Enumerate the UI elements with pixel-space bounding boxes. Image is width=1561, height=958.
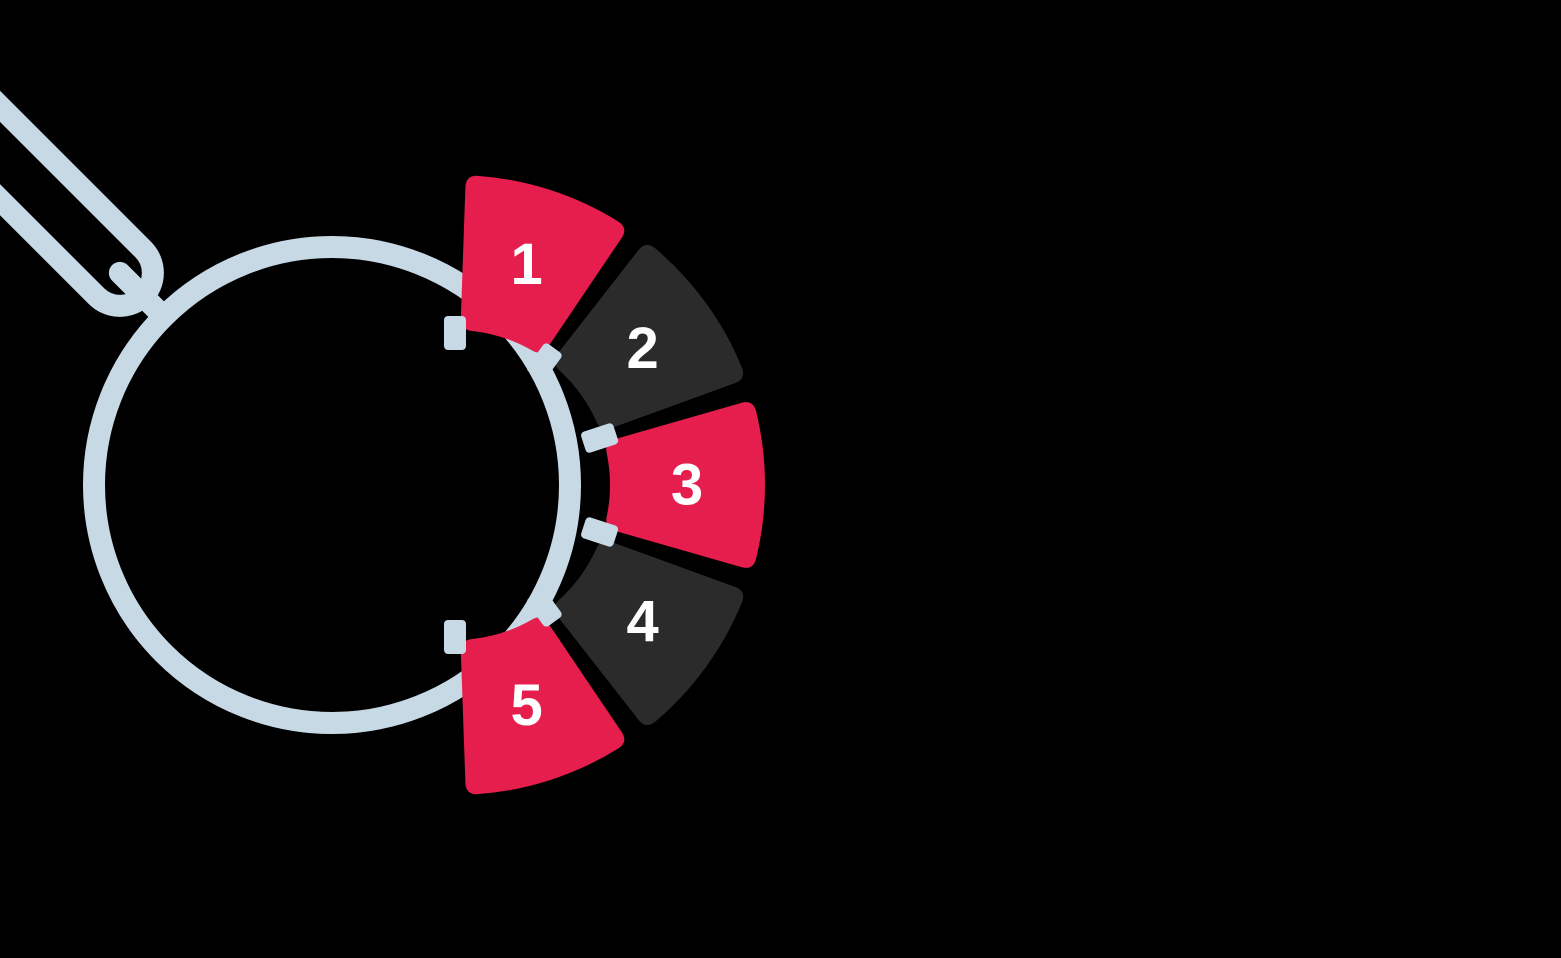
donut-segment-5[interactable] <box>460 617 625 795</box>
donut-segment-1[interactable] <box>460 175 625 353</box>
divider-2-3-marker <box>581 423 619 453</box>
magnifier-lens-ring-icon <box>83 236 581 734</box>
divider-4-5-marker <box>527 589 562 627</box>
magnifying-glass-icon <box>0 52 581 734</box>
segment-number-label-4: 4 <box>627 589 659 654</box>
segment-number-label-3: 3 <box>671 453 703 518</box>
divider-top-marker <box>444 316 466 350</box>
divider-1-2-marker <box>527 343 562 381</box>
segmented-donut-chart <box>460 175 765 795</box>
segment-number-label-2: 2 <box>627 316 659 381</box>
segment-number-label-1: 1 <box>511 232 543 297</box>
segment-number-label-5: 5 <box>511 673 543 738</box>
donut-segment-4[interactable] <box>554 541 744 726</box>
donut-segment-3[interactable] <box>606 402 765 568</box>
segment-dividers <box>444 316 619 654</box>
divider-3-4-marker <box>581 517 619 547</box>
divider-bottom-marker <box>444 620 466 654</box>
donut-segment-2[interactable] <box>554 244 744 429</box>
magnifier-handle-icon <box>0 52 164 317</box>
segment-labels: 1 2 3 4 5 <box>511 232 704 738</box>
